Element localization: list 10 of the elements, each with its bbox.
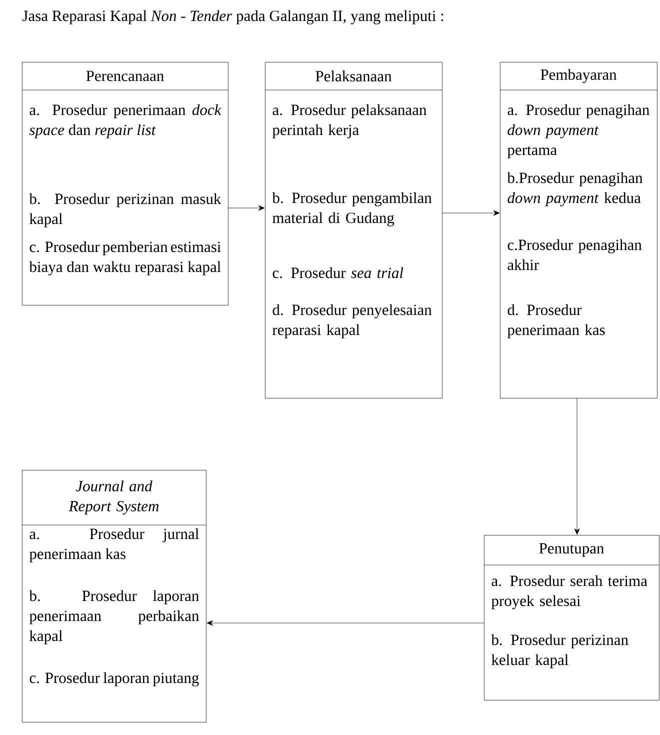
process-box: Perencanaan a. Prosedur penerimaan dock space dan repair list b. Prosedur perizinan masuk kapal c. Prosedur pemberian estimasi biaya dan waktu reparasi kapal [22,62,228,306]
process-box: Pembayaran a. Prosedur penagihan down payment pertama b.Prosedur penagihan down payment kedua c.Prosedur penagihan akhir d. Prosedur penerimaan kas [500,62,658,398]
process-box: Journal and Report System a. Prosedur jurnal penerimaan kas b. Prosedur laporan penerimaan perbaikan kapal c. Prosedur laporan piutang [22,470,206,722]
arrow [206,620,484,626]
arrow [574,398,580,535]
process-box: Pelaksanaan a. Prosedur pelaksanaan perintah kerja b. Prosedur pengambilan material di Gudang c. Prosedur sea trial d. Prosedur penyelesaian reparasi kapal [264,62,442,398]
arrow [442,210,500,216]
arrow [228,205,265,211]
intro-text: Jasa Reparasi Kapal Non - Tender pada Galangan II, yang meliputi : [22,10,444,24]
process-box: Penutupan a. Prosedur serah terima proyek selesai b. Prosedur perizinan keluar kapal [484,535,660,700]
